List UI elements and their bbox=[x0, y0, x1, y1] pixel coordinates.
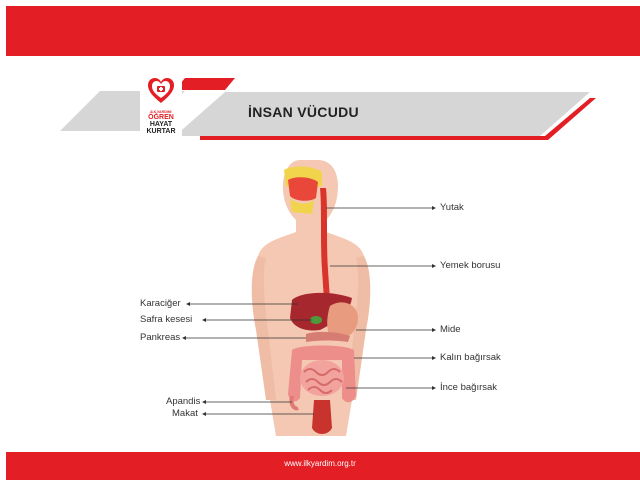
label-makat: Makat bbox=[172, 408, 198, 419]
label-yemek-borusu: Yemek borusu bbox=[440, 260, 500, 271]
label-yutak: Yutak bbox=[440, 202, 464, 213]
label-karaciger: Karaciğer bbox=[140, 298, 181, 309]
label-pankreas: Pankreas bbox=[140, 332, 180, 343]
small-intestine bbox=[300, 360, 344, 396]
label-apandis: Apandis bbox=[166, 396, 200, 407]
label-kalin-bagirsak: Kalın bağırsak bbox=[440, 352, 501, 363]
rectum bbox=[312, 400, 332, 434]
footer-link[interactable]: www.ilkyardim.org.tr bbox=[0, 459, 640, 468]
label-ince-bagirsak: İnce bağırsak bbox=[440, 382, 497, 393]
label-mide: Mide bbox=[440, 324, 461, 335]
label-safra-kesesi: Safra kesesi bbox=[140, 314, 192, 325]
